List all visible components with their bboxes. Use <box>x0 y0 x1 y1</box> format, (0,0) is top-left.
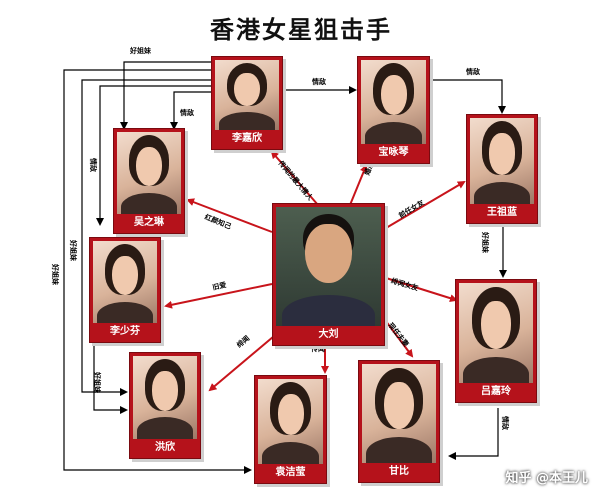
label-lisf-hong: 好姐妹 <box>93 372 101 393</box>
portrait-gan-bi <box>362 364 436 463</box>
node-wu-zhilin: 吴之琳 <box>113 128 185 234</box>
watermark: 知乎 @本王儿 <box>505 471 588 486</box>
name-liu: 大刘 <box>318 329 339 340</box>
label-wang-lu: 好姐妹 <box>481 232 489 253</box>
name-wu-zhilin: 吴之琳 <box>134 217 164 228</box>
node-gan-bi: 甘比 <box>358 360 440 483</box>
name-hong-xin: 洪欣 <box>155 442 175 453</box>
label-li-bao: 情敌 <box>312 78 326 86</box>
edge-left-outer <box>63 69 252 474</box>
portrait-yuan-jieying <box>258 379 323 464</box>
name-li-jiaxin: 李嘉欣 <box>232 133 262 144</box>
node-li-jiaxin: 李嘉欣 <box>211 56 283 150</box>
node-lu-jialing: 吕嘉玲 <box>455 279 537 403</box>
node-bao-yunan: 宝咏琴 <box>357 56 430 164</box>
portrait-li-shaofen <box>93 241 157 323</box>
name-li-shaofen: 李少芬 <box>110 326 140 337</box>
edge-liu-wu <box>186 198 273 233</box>
label-bao-wang: 情敌 <box>466 68 480 76</box>
portrait-wu-zhilin <box>117 132 181 214</box>
name-gan-bi: 甘比 <box>389 466 409 477</box>
label-liu-yuan: 传闻 <box>311 345 325 353</box>
edge-liu-gan <box>381 315 414 358</box>
node-yuan-jieying: 袁洁莹 <box>254 375 327 484</box>
portrait-wang-zulan <box>470 118 534 204</box>
label-left-inner: 情敌 <box>89 158 97 172</box>
node-liu: 大刘 <box>272 203 385 346</box>
edge-liu-wang <box>385 180 466 229</box>
edge-left-inner <box>96 85 212 226</box>
name-bao-yunan: 宝咏琴 <box>378 147 409 158</box>
label-lu-gan: 情敌 <box>501 416 509 430</box>
edge-lu-gan <box>448 408 499 460</box>
edge-li-wu-inner <box>170 91 212 130</box>
portrait-lu-jialing <box>459 283 533 383</box>
name-wang-zulan: 王祖蓝 <box>487 207 517 218</box>
edge-left-mid <box>81 79 212 396</box>
name-yuan-jieying: 袁洁莹 <box>275 467 306 478</box>
label-left-outer: 好姐妹 <box>51 264 59 285</box>
portrait-hong-xin <box>133 356 197 439</box>
portrait-bao-yunan <box>361 60 426 144</box>
portrait-liu <box>276 207 381 326</box>
edge-bao-wang <box>430 79 506 114</box>
node-li-shaofen: 李少芬 <box>89 237 161 343</box>
edge-lisf-hong <box>93 338 128 414</box>
edge-li-wu-loop <box>120 61 212 130</box>
label-li-wu: 情敌 <box>180 109 194 117</box>
edge-liu-lu <box>385 277 458 303</box>
edge-liu-bao <box>349 164 368 206</box>
node-wang-zulan: 王祖蓝 <box>466 114 538 224</box>
label-left-mid: 好姐妹 <box>69 240 77 261</box>
name-lu-jialing: 吕嘉玲 <box>481 386 511 397</box>
edge-liu-li <box>270 150 319 206</box>
portrait-li-jiaxin <box>215 60 279 130</box>
diagram-title: 香港女星狙击手 <box>210 15 392 44</box>
black-edges <box>63 61 507 474</box>
edge-liu-lisf <box>164 283 273 309</box>
node-hong-xin: 洪欣 <box>129 352 201 459</box>
label-top-left-loop: 好姐妹 <box>130 47 151 55</box>
